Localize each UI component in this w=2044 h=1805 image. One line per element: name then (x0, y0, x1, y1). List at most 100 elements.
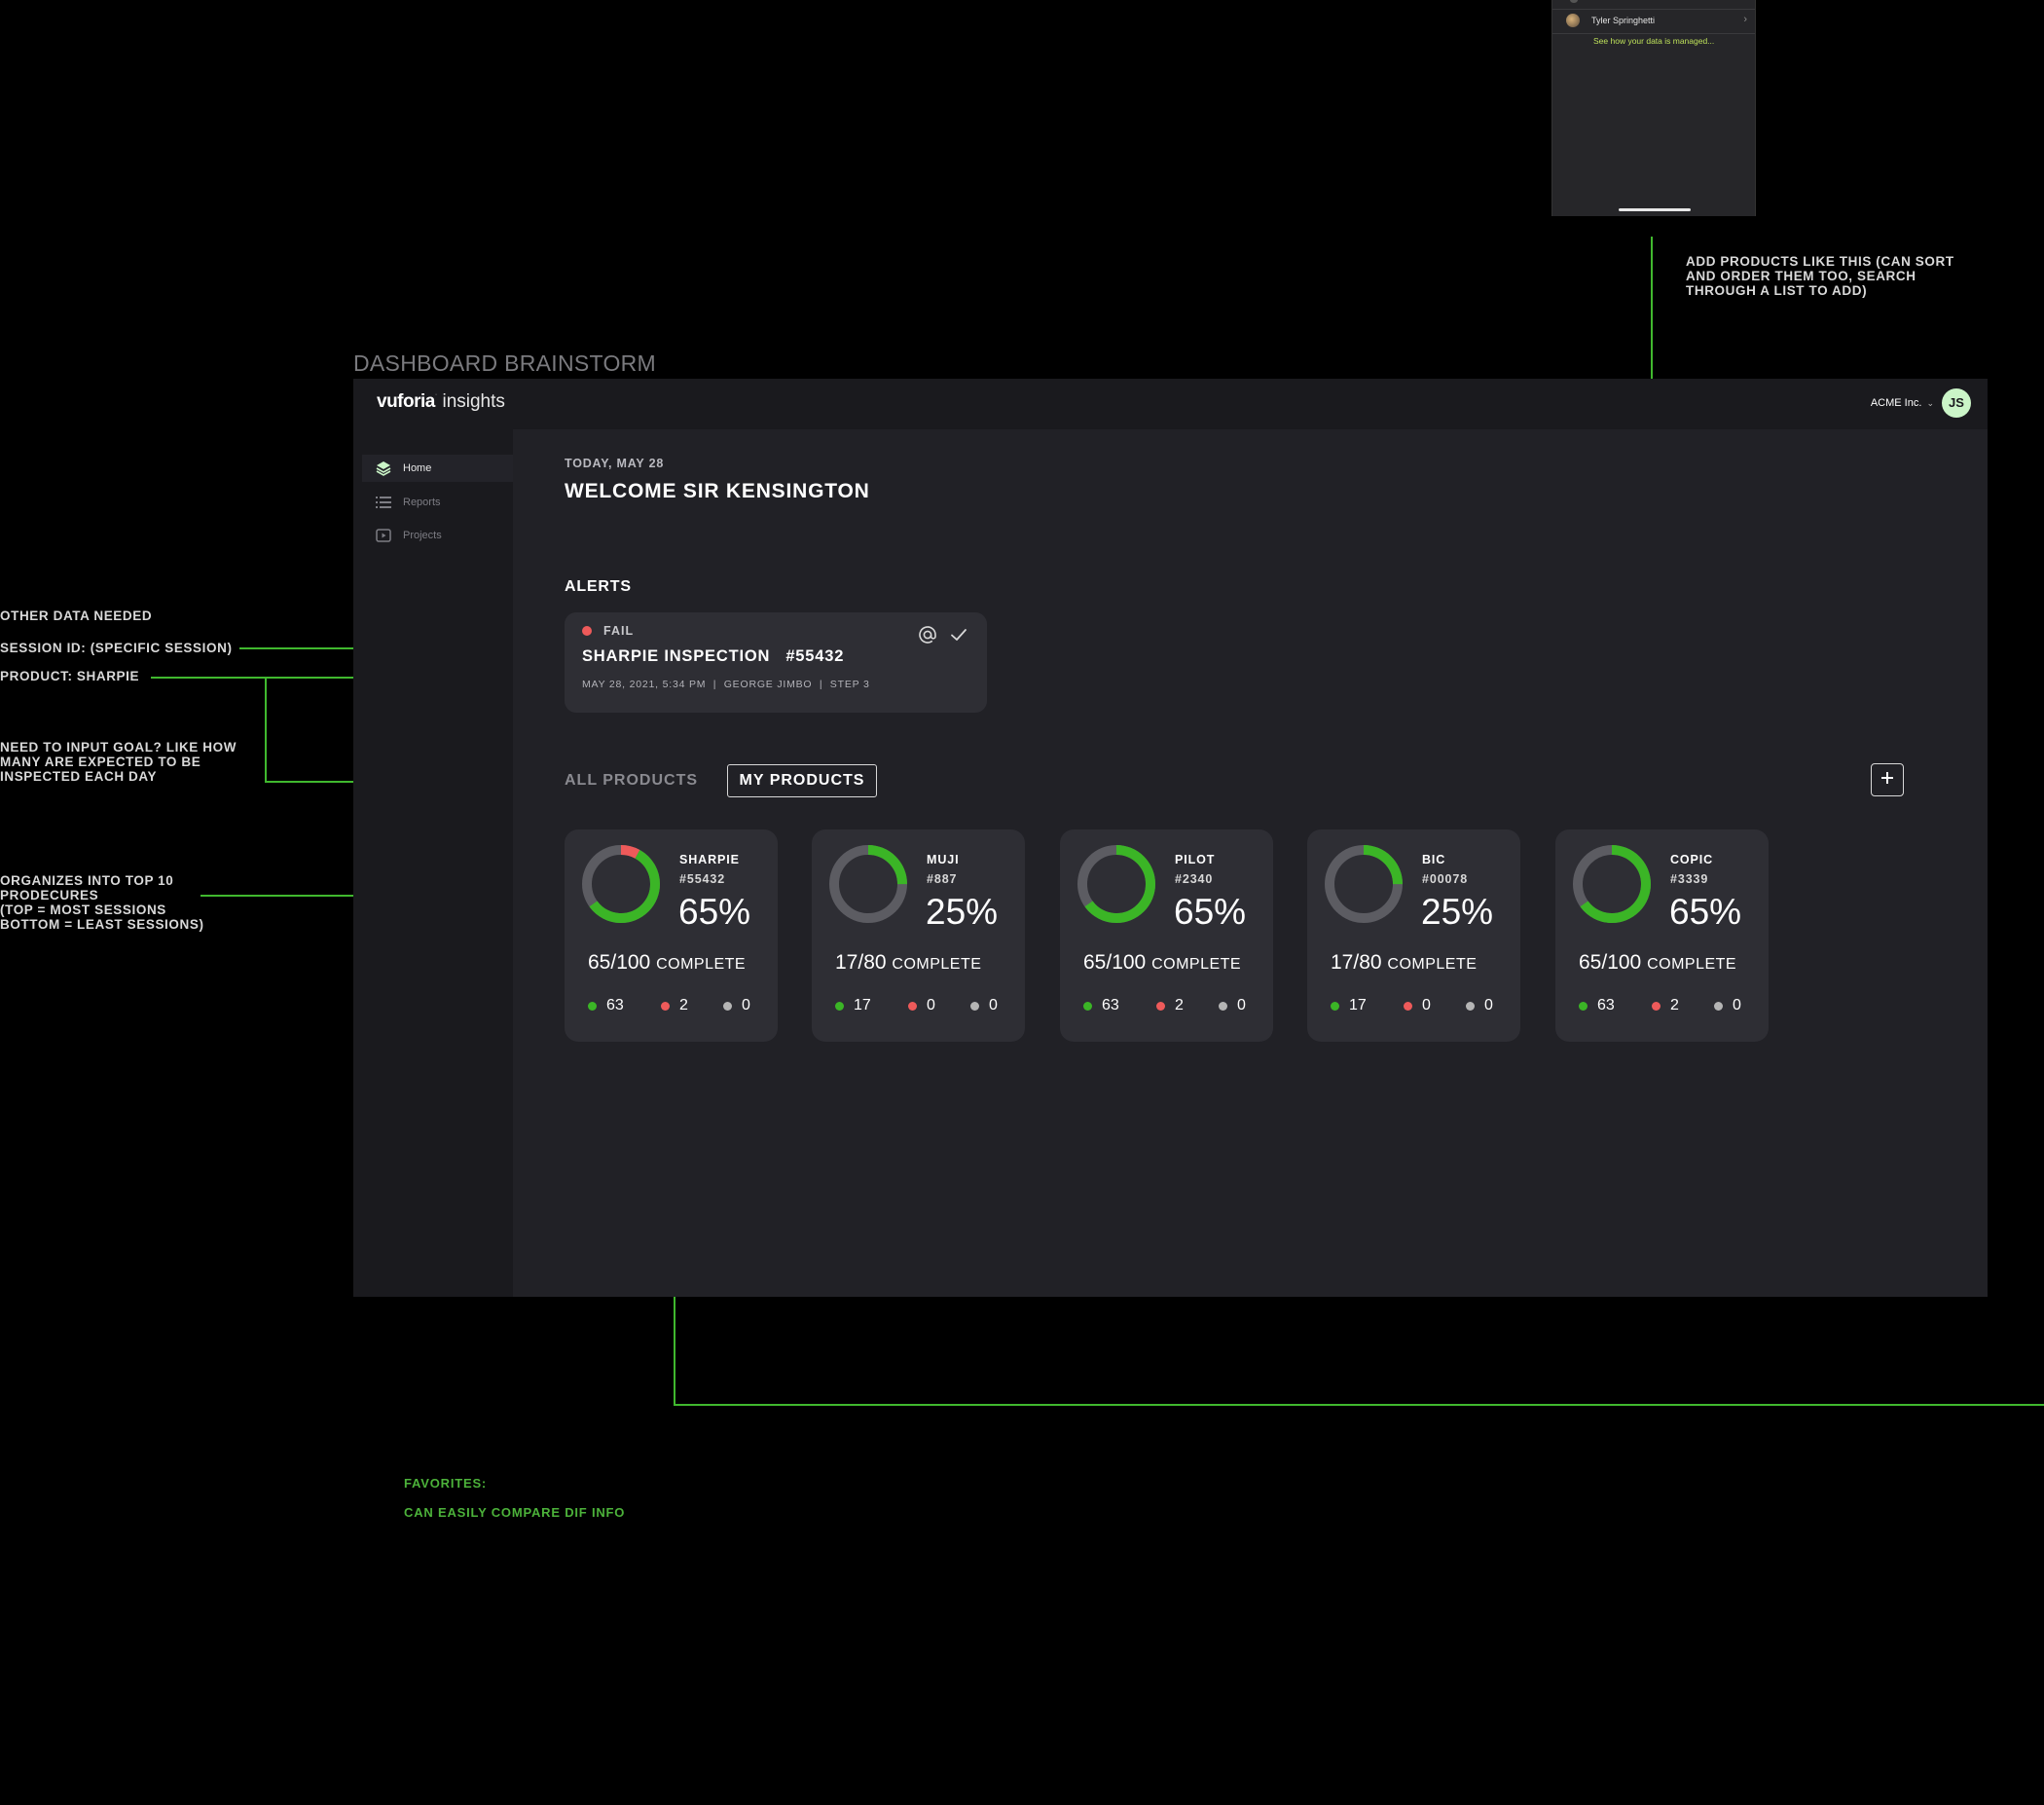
note-goal: NEED TO INPUT GOAL? LIKE HOW MANY ARE EX… (0, 740, 237, 784)
stat-fail: 2 (1652, 997, 1679, 1014)
stat-fail-count: 2 (679, 997, 688, 1013)
product-id: #3339 (1670, 872, 1709, 886)
logo-brand: vuforia (377, 391, 435, 412)
alert-card[interactable]: FAIL SHARPIE INSPECTION #55432 MAY 28, 2… (565, 612, 987, 713)
sidebar-item-projects[interactable]: Projects (362, 522, 513, 549)
phone-data-link[interactable]: See how your data is managed... (1593, 36, 1715, 46)
stat-pass-count: 17 (1349, 997, 1367, 1013)
dashboard-frame: vuforia· insights ACME Inc. ⌄ JS Home Re… (353, 379, 1988, 1297)
stat-fail-count: 0 (1422, 997, 1431, 1013)
product-card[interactable]: SHARPIE #55432 65% 65/100 COMPLETE 63 2 … (565, 829, 778, 1042)
progress-percent: 65% (1174, 892, 1247, 932)
date-label: TODAY, MAY 28 (565, 457, 665, 470)
connector-line-product (151, 677, 538, 679)
donut-pass-arc (1573, 845, 1651, 923)
pass-dot-icon (1331, 1001, 1339, 1011)
stat-pass-count: 17 (854, 997, 871, 1013)
alert-title: SHARPIE INSPECTION #55432 (582, 647, 845, 665)
product-card[interactable]: BIC #00078 25% 17/80 COMPLETE 17 0 0 (1307, 829, 1520, 1042)
pass-dot-icon (588, 1001, 597, 1011)
pass-dot-icon (1083, 1001, 1092, 1011)
pass-dot-icon (835, 1001, 844, 1011)
product-id: #887 (927, 872, 958, 886)
complete-count: 65/100 (1083, 951, 1147, 974)
stat-pass: 63 (1579, 997, 1615, 1014)
connector-line-favorites-h (674, 1404, 2044, 1406)
stat-pending-count: 0 (989, 997, 998, 1013)
complete-label: COMPLETE (892, 956, 982, 973)
stat-pending-count: 0 (1733, 997, 1741, 1013)
complete-count: 65/100 (1579, 951, 1642, 974)
fail-dot-icon (1404, 1001, 1412, 1011)
donut-fail-arc (582, 845, 660, 923)
stat-pending: 0 (1466, 997, 1493, 1014)
chevron-down-icon: ⌄ (1926, 398, 1934, 408)
complete-label: COMPLETE (1387, 956, 1478, 973)
donut-pass-arc (1325, 845, 1403, 923)
tab-my-products[interactable]: MY PRODUCTS (727, 764, 877, 797)
fail-status-dot (582, 626, 592, 636)
phone-scroll-hint (1570, 0, 1578, 3)
stat-pass: 17 (1331, 997, 1367, 1014)
note-add-products: ADD PRODUCTS LIKE THIS (CAN SORT AND ORD… (1686, 254, 1954, 298)
phone-mockup: Tyler Springhetti › See how your data is… (1551, 0, 1756, 216)
list-icon (376, 495, 391, 510)
logo-product: insights (442, 391, 505, 412)
user-avatar[interactable]: JS (1942, 388, 1971, 418)
progress-percent: 25% (1421, 892, 1494, 932)
app-logo[interactable]: vuforia· insights (377, 391, 505, 412)
stat-pending: 0 (723, 997, 750, 1014)
progress-donut (1077, 845, 1155, 923)
chevron-right-icon: › (1743, 14, 1747, 25)
stat-pending: 0 (1219, 997, 1246, 1014)
complete-label: COMPLETE (656, 956, 747, 973)
welcome-heading: WELCOME SIR KENSINGTON (565, 480, 870, 502)
donut-pass-arc (829, 845, 907, 923)
session-stats: 17 0 0 (835, 997, 1009, 1014)
donut-pass-arc (1077, 845, 1155, 923)
check-icon[interactable] (948, 624, 969, 645)
complete-label: COMPLETE (1151, 956, 1242, 973)
pending-dot-icon (1714, 1001, 1723, 1011)
stat-pass-count: 63 (606, 997, 624, 1013)
stat-fail: 2 (661, 997, 688, 1014)
session-stats: 63 2 0 (1579, 997, 1753, 1014)
add-product-button[interactable] (1871, 763, 1904, 796)
sidebar-item-reports[interactable]: Reports (362, 489, 513, 516)
product-name: MUJI (927, 853, 960, 866)
stat-fail: 0 (1404, 997, 1431, 1014)
product-card[interactable]: PILOT #2340 65% 65/100 COMPLETE 63 2 0 (1060, 829, 1273, 1042)
product-name: PILOT (1175, 853, 1216, 866)
product-card[interactable]: COPIC #3339 65% 65/100 COMPLETE 63 2 0 (1555, 829, 1769, 1042)
stat-pending-count: 0 (1237, 997, 1246, 1013)
phone-user-row[interactable]: Tyler Springhetti › (1552, 9, 1755, 34)
note-session-id: SESSION ID: (SPECIFIC SESSION) (0, 641, 233, 655)
product-card[interactable]: MUJI #887 25% 17/80 COMPLETE 17 0 0 (812, 829, 1025, 1042)
session-stats: 17 0 0 (1331, 997, 1505, 1014)
tab-all-products[interactable]: ALL PRODUCTS (565, 772, 699, 789)
product-name: BIC (1422, 853, 1446, 866)
note-product: PRODUCT: SHARPIE (0, 669, 140, 683)
note-organizes: ORGANIZES INTO TOP 10 PRODECURES (TOP = … (0, 873, 204, 932)
connector-line-organizes-h (201, 895, 466, 897)
note-compare: CAN EASILY COMPARE DIF INFO (404, 1505, 626, 1520)
mention-icon[interactable] (917, 624, 938, 645)
complete-summary: 17/80 COMPLETE (835, 951, 981, 975)
complete-summary: 65/100 COMPLETE (588, 951, 746, 975)
org-switcher[interactable]: ACME Inc. ⌄ (1871, 397, 1934, 409)
alert-status: FAIL (603, 624, 635, 638)
layers-icon (376, 460, 391, 476)
pending-dot-icon (1219, 1001, 1227, 1011)
fail-dot-icon (908, 1001, 917, 1011)
connector-line-goal-v (265, 678, 267, 782)
stat-pass: 17 (835, 997, 871, 1014)
product-id: #00078 (1422, 872, 1469, 886)
progress-percent: 65% (1669, 892, 1742, 932)
stat-fail: 2 (1156, 997, 1184, 1014)
sidebar: Home Reports Projects (353, 429, 513, 1297)
org-name: ACME Inc. (1870, 397, 1922, 409)
user-avatar (1566, 14, 1580, 27)
product-id: #2340 (1175, 872, 1214, 886)
sidebar-item-home[interactable]: Home (362, 455, 513, 482)
plus-icon (1880, 770, 1895, 791)
